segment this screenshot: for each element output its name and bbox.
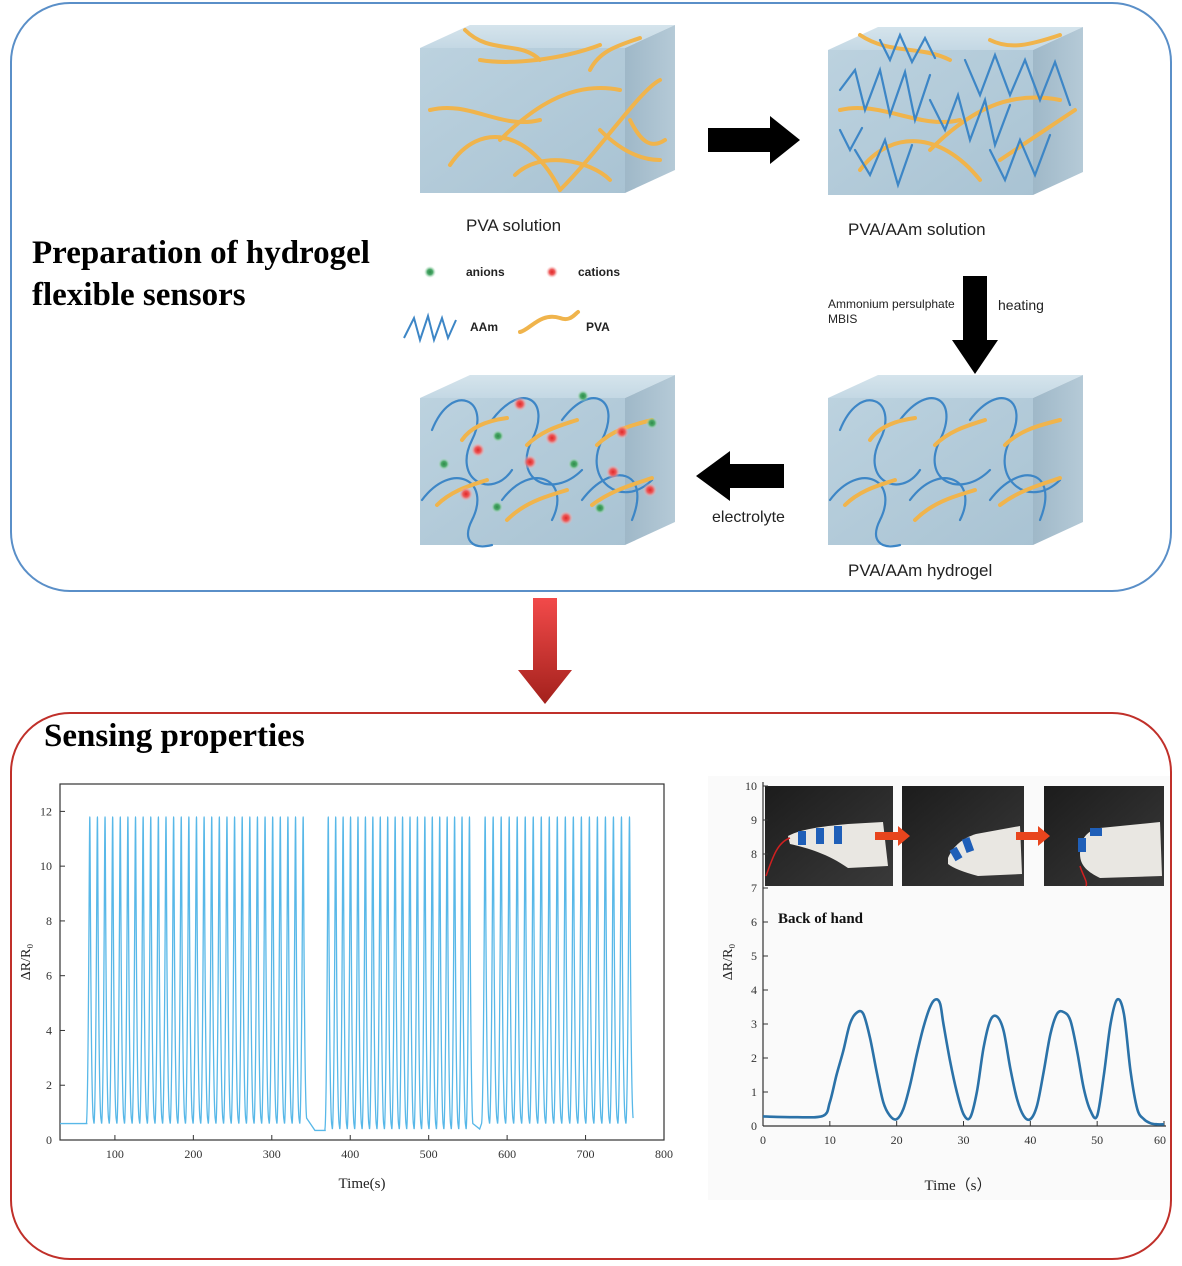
right-ytick-label: 4	[751, 983, 757, 997]
left-xtick-label: 700	[577, 1147, 595, 1161]
left-xtick-label: 800	[655, 1147, 673, 1161]
left-chart: 0 2 4 6 8 10 12 100 200 300 400 500 600 700 800 Time(…	[19, 783, 673, 1192]
sensing-panel	[10, 712, 1172, 1260]
electrolyte-label: electrolyte	[712, 509, 785, 526]
ionic-hydrogel-box	[420, 375, 675, 548]
right-chart-y-axis: 0 1 2 3 4 5 6 7 8 9 10	[745, 779, 768, 1133]
reagent-line1: Ammonium persulphate	[828, 297, 955, 311]
left-ytick-label: 6	[46, 969, 52, 983]
pva-chains	[428, 28, 667, 192]
right-ytick-label: 6	[751, 915, 757, 929]
left-arrow	[696, 451, 784, 501]
preparation-title: Preparation of hydrogel flexible sensors	[32, 232, 370, 316]
right-chart-ylabel: ΔR/R₀	[721, 944, 736, 981]
left-ytick-label: 4	[46, 1023, 52, 1037]
left-xtick-label: 400	[341, 1147, 359, 1161]
preparation-diagram	[403, 25, 1083, 548]
left-ytick-label: 8	[46, 914, 52, 928]
pva-aam-hydrogel-box	[828, 375, 1083, 548]
connecting-arrow	[518, 598, 572, 704]
sensing-title: Sensing properties	[44, 718, 305, 754]
right-chart-xlabel: Time（s）	[925, 1177, 992, 1194]
reagent-label: Ammonium persulphate MBIS	[828, 297, 955, 327]
finger-bend-photos	[765, 786, 1164, 887]
right-ytick-label: 8	[751, 847, 757, 861]
aam-legend-glyph	[403, 312, 457, 344]
pva-aam-hydrogel-label: PVA/AAm hydrogel	[848, 561, 993, 580]
left-ytick-label: 0	[46, 1133, 52, 1147]
orange-arrow-1	[875, 826, 910, 846]
ion-dots	[438, 390, 658, 525]
left-xtick-label: 500	[420, 1147, 438, 1161]
right-arrow	[708, 116, 800, 164]
preparation-title-line1: Preparation of hydrogel	[32, 235, 370, 271]
right-ytick-label: 1	[751, 1085, 757, 1099]
left-xtick-label: 100	[106, 1147, 124, 1161]
left-chart-frame	[59, 783, 665, 1141]
legend-pva: PVA	[586, 320, 610, 334]
left-chart-y-axis: 0 2 4 6 8 10 12	[40, 804, 65, 1147]
right-chart-series-line	[762, 997, 1165, 1126]
legend-anions: anions	[466, 265, 505, 279]
left-ytick-label: 12	[40, 804, 52, 818]
left-xtick-label: 300	[263, 1147, 281, 1161]
left-chart-x-axis: 100 200 300 400 500 600 700 800	[106, 1135, 673, 1161]
right-xtick-label: 40	[1024, 1133, 1036, 1147]
pva-aam-solution-box	[828, 27, 1083, 195]
right-xtick-label: 30	[958, 1133, 970, 1147]
pva-legend-glyph	[518, 310, 580, 334]
right-xtick-label: 20	[891, 1133, 903, 1147]
right-ytick-label: 2	[751, 1051, 757, 1065]
left-xtick-label: 600	[498, 1147, 516, 1161]
left-xtick-label: 200	[184, 1147, 202, 1161]
right-xtick-label: 10	[824, 1133, 836, 1147]
pva-solution-label: PVA solution	[466, 216, 562, 235]
left-chart-xlabel: Time(s)	[339, 1176, 386, 1192]
down-arrow	[952, 276, 998, 374]
cation-legend-dot	[546, 266, 558, 278]
left-chart-ylabel: ΔR/R₀	[19, 944, 34, 981]
legend-aam: AAm	[470, 320, 499, 334]
anion-legend-dot	[424, 266, 436, 278]
right-ytick-label: 7	[751, 881, 757, 895]
left-ytick-label: 10	[40, 859, 52, 873]
reagent-line2: MBIS	[828, 312, 858, 326]
right-chart-x-axis: 0 10 20 30 40 50 60	[760, 1121, 1166, 1147]
left-ytick-label: 2	[46, 1078, 52, 1092]
aam-chains	[838, 32, 1072, 189]
right-ytick-label: 3	[751, 1017, 757, 1031]
orange-arrow-2	[1016, 826, 1050, 846]
heating-label: heating	[998, 297, 1044, 313]
right-ytick-label: 0	[751, 1119, 757, 1133]
preparation-title-line2: flexible sensors	[32, 277, 246, 313]
right-xtick-label: 50	[1091, 1133, 1103, 1147]
back-of-hand-caption: Back of hand	[778, 911, 864, 927]
right-ytick-label: 10	[745, 779, 757, 793]
left-chart-series-line	[60, 816, 634, 1132]
right-xtick-label: 60	[1154, 1133, 1166, 1147]
legend-cations: cations	[578, 265, 621, 279]
preparation-panel	[10, 2, 1172, 592]
right-ytick-label: 5	[751, 949, 757, 963]
pva-aam-solution-label: PVA/AAm solution	[848, 220, 986, 239]
right-xtick-label: 0	[760, 1133, 766, 1147]
pva-solution-box	[420, 25, 675, 193]
right-ytick-label: 9	[751, 813, 757, 827]
